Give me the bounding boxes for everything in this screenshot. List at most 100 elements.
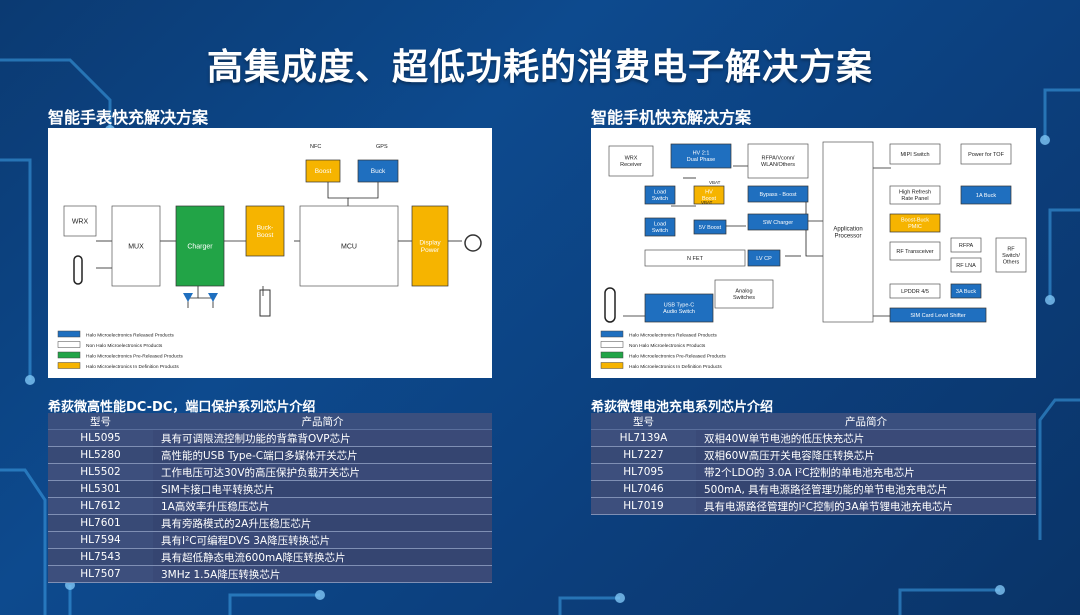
col-model: 型号 bbox=[48, 413, 153, 430]
col-desc: 产品简介 bbox=[696, 413, 1036, 430]
nfet-block-label: N FET bbox=[687, 256, 704, 262]
display-power-block-label: Display bbox=[419, 239, 441, 246]
analog-switches-block-label: Analog bbox=[735, 289, 752, 295]
usb-cable-icon bbox=[604, 287, 616, 323]
model-cell: HL7601 bbox=[48, 514, 153, 532]
5v-boost-block-label: 5V Boost bbox=[699, 225, 722, 231]
battery-icon bbox=[259, 289, 271, 317]
hv-dual-phase-block-label: HV 2:1 bbox=[693, 151, 710, 157]
charger-block bbox=[175, 205, 225, 287]
legend-label: Halo Microelectronics In Definition Prod… bbox=[86, 364, 179, 370]
model-cell: HL5301 bbox=[48, 480, 153, 498]
model-cell: HL5095 bbox=[48, 429, 153, 447]
vbat-label: VBAT bbox=[701, 200, 713, 205]
sw-charger-block-label: SW Charger bbox=[763, 220, 793, 226]
gps-label: GPS bbox=[376, 144, 388, 150]
mipi-switch-block bbox=[889, 143, 941, 165]
mux-block-label: MUX bbox=[128, 243, 144, 250]
rfpa-vconn-block-label: RFPA/Vconn/ bbox=[762, 156, 795, 162]
rf-transceiver-block bbox=[889, 241, 941, 261]
buck-boost-block bbox=[245, 205, 285, 257]
legend-label: Non Halo Microelectronics Products bbox=[629, 343, 706, 349]
mux-block bbox=[111, 205, 161, 287]
model-cell: HL7612 bbox=[48, 497, 153, 515]
application-processor-block bbox=[822, 141, 874, 323]
description-cell: 具有可调限流控制功能的背靠背OVP芯片 bbox=[153, 429, 492, 447]
legend-swatch bbox=[600, 351, 624, 359]
page-title: 高集成度、超低功耗的消费电子解决方案 bbox=[206, 47, 873, 88]
connector-line bbox=[348, 182, 379, 199]
description-cell: 1A高效率升压稳压芯片 bbox=[153, 497, 492, 515]
boost-buck-pmic-block-label: PMIC bbox=[908, 224, 922, 230]
lv-cp-block-label: LV CP bbox=[756, 256, 772, 262]
load-switch-2-block bbox=[644, 217, 676, 237]
analog-switches-block bbox=[714, 279, 774, 309]
1a-buck-block-label: 1A Buck bbox=[976, 193, 996, 199]
connector-line bbox=[327, 182, 349, 208]
application-processor-block-label: Application bbox=[833, 227, 862, 233]
display-power-block-label: Power bbox=[421, 247, 440, 254]
legend-swatch bbox=[600, 341, 624, 348]
nfc-label: NFC bbox=[310, 144, 321, 150]
model-cell: HL7046 bbox=[591, 480, 696, 498]
left-table-heading: 希荻微高性能DC-DC，端口保护系列芯片介绍 bbox=[48, 400, 316, 415]
hv-dual-phase-block-label: Dual Phase bbox=[687, 157, 715, 163]
display-power-block bbox=[411, 205, 449, 287]
rf-switch-block-label: Switch/ bbox=[1002, 253, 1020, 259]
analog-switches-block-label: Switches bbox=[733, 295, 755, 301]
vbat-label: VBAT bbox=[709, 180, 721, 185]
boost-block-label: Boost bbox=[315, 168, 332, 175]
legend-label: Halo Microelectronics In Definition Prod… bbox=[629, 364, 722, 370]
wrx-block bbox=[63, 205, 97, 237]
power-for-tof-block bbox=[960, 143, 1012, 165]
description-cell: SIM卡接口电平转换芯片 bbox=[153, 480, 492, 498]
col-desc: 产品简介 bbox=[153, 413, 492, 430]
rfpa-vconn-block-label: WLAN/Others bbox=[761, 162, 795, 168]
led-icon bbox=[183, 293, 193, 302]
usb-type-c-audio-switch-block-label: Audio Switch bbox=[663, 309, 695, 315]
rf-lna-block bbox=[950, 257, 982, 273]
buck-block-label: Buck bbox=[371, 168, 386, 175]
load-switch-1-block-label: Switch bbox=[652, 196, 668, 202]
1a-buck-block bbox=[960, 185, 1012, 205]
model-cell: HL7227 bbox=[591, 446, 696, 464]
col-model: 型号 bbox=[591, 413, 696, 430]
hv-boost-block-label: Boost bbox=[702, 196, 717, 202]
mcu-block bbox=[299, 205, 399, 287]
3a-buck-block-label: 3A Buck bbox=[956, 289, 976, 295]
lpddr-block-label: LPDDR 4/5 bbox=[901, 289, 929, 295]
boost-buck-pmic-block bbox=[889, 213, 941, 233]
legend-label: Halo Microelectronics Pre-Released Produ… bbox=[86, 354, 183, 360]
right-section-heading: 智能手机快充解决方案 bbox=[591, 108, 752, 127]
rf-switch-block-label: RF bbox=[1007, 246, 1015, 252]
legend-swatch bbox=[57, 351, 81, 359]
watch-icon bbox=[464, 234, 482, 252]
legend-label: Halo Microelectronics Pre-Released Produ… bbox=[629, 354, 726, 360]
rf-switch-block-label: Others bbox=[1003, 259, 1020, 265]
connector-line bbox=[187, 286, 199, 308]
model-cell: HL7594 bbox=[48, 531, 153, 549]
model-cell: HL5280 bbox=[48, 446, 153, 464]
rfpa-block-label: RFPA bbox=[959, 243, 974, 249]
usb-cable-icon bbox=[73, 255, 83, 285]
hv-boost-block-label: HV bbox=[705, 190, 713, 196]
lpddr-block bbox=[889, 283, 941, 299]
usb-type-c-audio-switch-block-label: USB Type-C bbox=[664, 303, 694, 309]
sim-level-shifter-block-label: SIM Card Level Shifter bbox=[910, 313, 965, 319]
model-cell: HL7019 bbox=[591, 497, 696, 515]
sw-charger-block bbox=[747, 213, 809, 231]
